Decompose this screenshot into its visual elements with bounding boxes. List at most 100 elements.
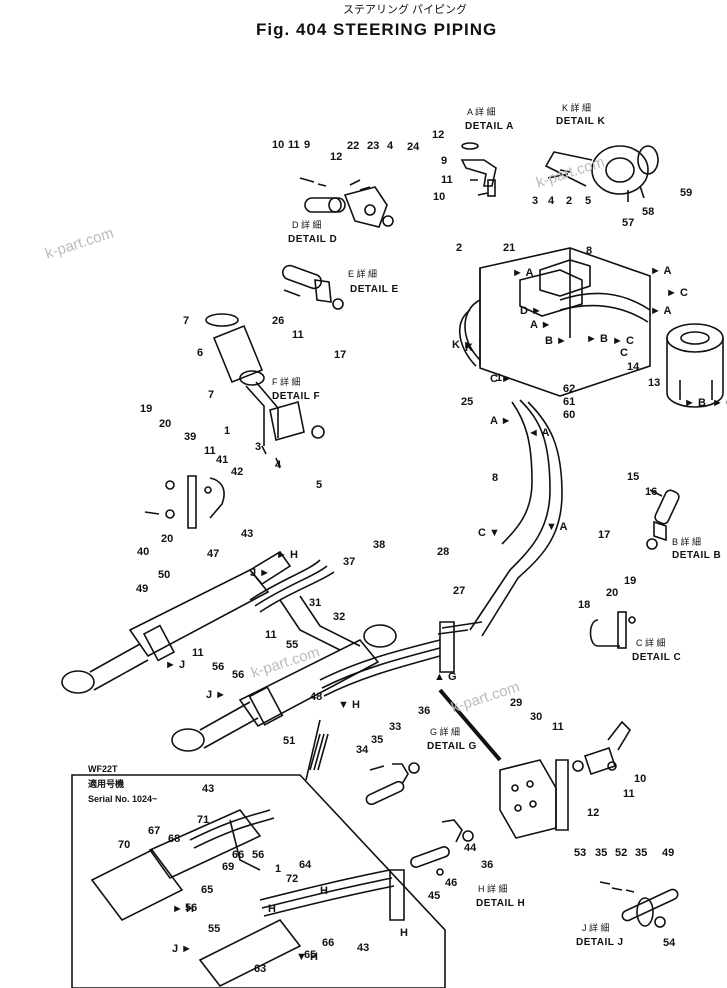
part-number-label: 69: [222, 861, 235, 873]
detail-jp-label: A 詳 細: [467, 107, 496, 117]
part-number-label: 36: [481, 859, 494, 871]
detail-label: DETAIL K: [556, 116, 606, 127]
part-number-label: K: [465, 342, 473, 354]
part-number-label: 6: [197, 347, 204, 359]
detail-jp-label: C 詳 細: [636, 638, 666, 648]
steering-unit: [666, 323, 724, 408]
detail-e-parts: [281, 264, 344, 310]
part-number-label: 48: [310, 691, 323, 703]
detail-arm-parts: [583, 720, 632, 776]
part-number-label: 66: [232, 849, 245, 861]
part-number-label: 59: [680, 187, 693, 199]
part-number-label: 8: [586, 245, 593, 257]
detail-label: DETAIL C: [632, 652, 682, 663]
arrow-marker: ► B: [586, 333, 608, 345]
part-number-label: 27: [453, 585, 466, 597]
part-number-label: 70: [118, 839, 131, 851]
detail-c-parts: [589, 611, 636, 649]
arrow-marker: C ▼: [478, 527, 500, 539]
arrow-marker: H: [268, 903, 276, 915]
part-number-label: 42: [231, 466, 244, 478]
part-number-label: 5: [585, 195, 592, 207]
part-number-label: 12: [330, 151, 343, 163]
part-number-label: 21: [503, 242, 516, 254]
detail-label: DETAIL H: [476, 898, 526, 909]
part-number-label: 12: [432, 129, 445, 141]
part-number-label: 7: [208, 389, 215, 401]
steering-cylinder-lower: [171, 624, 397, 752]
part-number-label: 39: [184, 431, 197, 443]
part-number-label: 26: [272, 315, 285, 327]
part-number-label: 13: [648, 377, 661, 389]
part-number-label: 19: [140, 403, 153, 415]
part-number-label: 56: [232, 669, 245, 681]
part-number-label: 34: [356, 744, 369, 756]
arrow-marker: ► A: [650, 305, 672, 317]
part-number-label: 9: [304, 139, 311, 151]
detail-jp-label: D 詳 細: [292, 220, 322, 230]
steering-tubes: [437, 292, 651, 637]
detail-label: DETAIL F: [272, 391, 321, 402]
part-number-label: 25: [461, 396, 474, 408]
part-number-label: 65: [304, 949, 317, 961]
arrow-marker: ► C: [612, 335, 634, 347]
detail-label: DETAIL A: [465, 121, 514, 132]
part-number-label: 22: [347, 140, 360, 152]
detail-label: DETAIL D: [288, 234, 338, 245]
detail-h-parts: [410, 819, 474, 876]
part-number-label: 46: [445, 877, 458, 889]
part-number-label: 16: [645, 486, 658, 498]
part-number-label: 38: [373, 539, 386, 551]
part-number-label: 35: [371, 734, 384, 746]
part-number-label: 43: [241, 528, 254, 540]
arrow-marker: ► A: [650, 265, 672, 277]
part-number-label: 11: [288, 139, 300, 151]
detail-jp-label: G 詳 細: [430, 727, 461, 737]
part-number-label: 52: [615, 847, 628, 859]
arrow-marker: A ►: [490, 415, 512, 427]
detail-k-parts: [544, 145, 659, 202]
arrow-marker: ◄ A: [528, 427, 550, 439]
part-number-label: 17: [598, 529, 611, 541]
part-number-label: 66: [322, 937, 335, 949]
arrow-marker: ▼ H: [296, 951, 318, 963]
part-number-label: 1: [275, 863, 282, 875]
arrow-marker: ▼ H: [338, 699, 360, 711]
part-number-label: 62: [563, 383, 576, 395]
steering-cylinder-upper: [61, 550, 292, 694]
part-number-label: 20: [606, 587, 619, 599]
detail-f-parts: [205, 313, 325, 469]
arrow-marker: A ►: [530, 319, 552, 331]
part-number-label: 53: [574, 847, 587, 859]
arrow-marker: ▲ G: [434, 671, 457, 683]
part-number-label: 30: [530, 711, 543, 723]
part-number-label: 57: [622, 217, 635, 229]
part-number-label: 37: [343, 556, 356, 568]
part-number-label: 10: [433, 191, 446, 203]
part-number-label: 1: [224, 425, 231, 437]
arrow-marker: ► A: [512, 267, 534, 279]
part-number-label: 11: [552, 721, 564, 733]
part-number-label: 12: [587, 807, 600, 819]
arrow-marker: ► J: [165, 659, 186, 671]
part-number-label: 32: [333, 611, 346, 623]
detail-d-parts: [299, 177, 394, 228]
inset-applies: 適用号機: [88, 779, 125, 789]
title-japanese: ステアリング パイピング: [343, 4, 468, 16]
part-number-label: 11: [623, 788, 635, 800]
detail-jp-label: E 詳 細: [348, 269, 378, 279]
part-number-label: 19: [624, 575, 637, 587]
part-number-label: 43: [357, 942, 370, 954]
arrow-marker: ► C: [712, 397, 727, 409]
part-number-label: 9: [441, 155, 448, 167]
part-number-label: 64: [299, 859, 312, 871]
part-number-label: 20: [161, 533, 174, 545]
arrow-marker: ► B: [684, 397, 706, 409]
part-number-label: 35: [595, 847, 608, 859]
detail-jp-label: H 詳 細: [478, 884, 508, 894]
part-number-label: 47: [207, 548, 220, 560]
arrow-marker: C ►: [490, 373, 512, 385]
figure-title: Fig. 404 STEERING PIPING: [256, 20, 498, 39]
